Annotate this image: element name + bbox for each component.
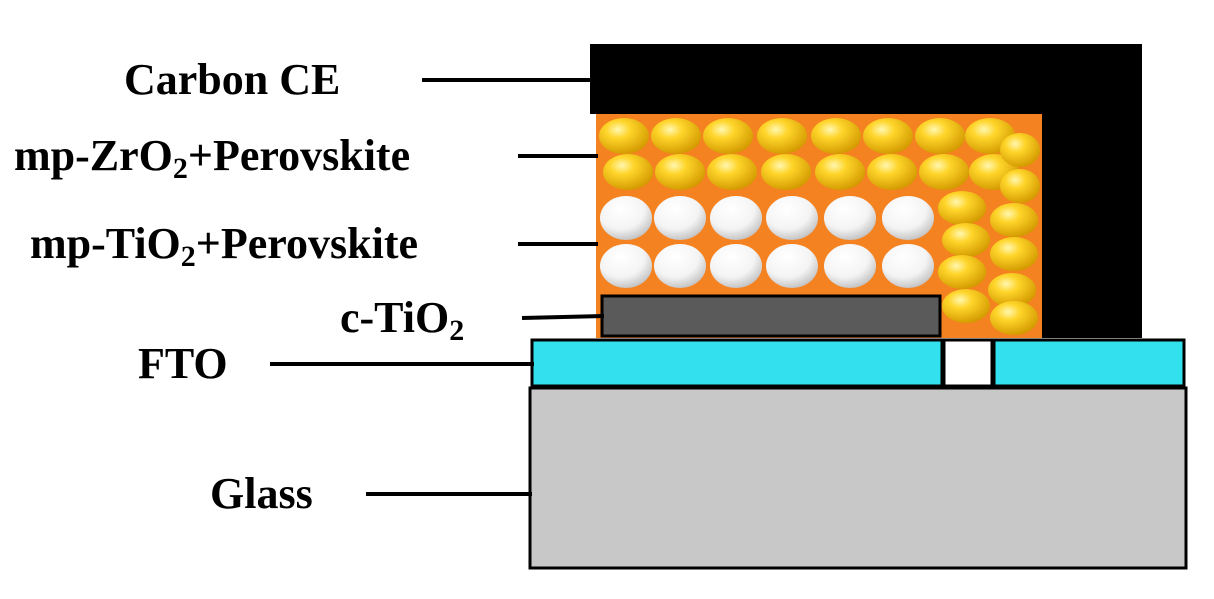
fto-layer-right [992, 338, 1186, 388]
zro2-particle [703, 118, 753, 154]
glass-label: Glass [210, 469, 313, 518]
tio2-particle [882, 244, 934, 288]
carbon-ce-label: Carbon CE [124, 55, 341, 104]
fto-label: FTO [138, 339, 228, 388]
zro2-particle [1000, 133, 1040, 167]
tio2-particle [766, 244, 818, 288]
zro2-particle [863, 118, 913, 154]
tio2-particle [710, 196, 762, 240]
glass-layer [528, 386, 1188, 570]
compact-tio2-label: c-TiO2 [340, 293, 465, 347]
tio2-particle [710, 244, 762, 288]
tio2-particle [766, 196, 818, 240]
zro2-particle [761, 154, 811, 190]
carbon-ce-layer [590, 44, 1142, 338]
zro2-particle [811, 118, 861, 154]
zro2-particle [915, 118, 965, 154]
zro2-particle [942, 289, 990, 323]
zro2-particle [599, 118, 649, 154]
zro2-particle [603, 154, 653, 190]
zro2-particle [942, 223, 990, 257]
zro2-particle [815, 154, 865, 190]
zro2-particle [990, 203, 1038, 237]
zro2-particle [938, 191, 986, 225]
tio2-particle [882, 196, 934, 240]
zro2-particle [988, 273, 1036, 307]
ctio2-leader [521, 314, 605, 320]
zro2-particle [990, 301, 1038, 335]
tio2-particle [824, 244, 876, 288]
tio2-particle [654, 244, 706, 288]
zro2-particle [707, 154, 757, 190]
tio2-particle [824, 196, 876, 240]
zro2-particle [651, 118, 701, 154]
fto-gap [942, 338, 994, 388]
fto-layer-left [530, 338, 944, 388]
zro2-particle [919, 154, 969, 190]
tio2-perovskite-label: mp-TiO2+Perovskite [30, 219, 418, 273]
zro2-particle-group [599, 118, 1040, 335]
compact-tio2-layer [600, 294, 942, 338]
tio2-particle [600, 196, 652, 240]
zro2-particle [938, 255, 986, 289]
zro2-particle [757, 118, 807, 154]
tio2-particle-group [600, 196, 934, 288]
zro2-particle [1000, 169, 1040, 203]
zro2-particle [990, 237, 1038, 271]
tio2-particle [654, 196, 706, 240]
zro2-particle [867, 154, 917, 190]
zro2-particle [655, 154, 705, 190]
tio2-particle [600, 244, 652, 288]
zro2-perovskite-label: mp-ZrO2+Perovskite [14, 131, 411, 185]
